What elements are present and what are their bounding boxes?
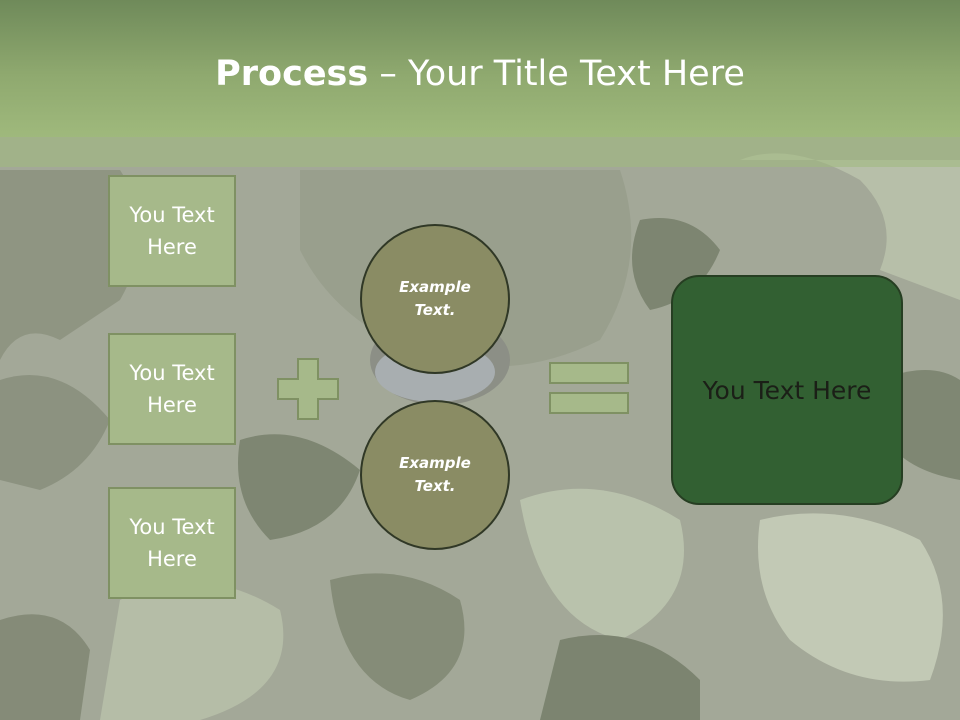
text-box-label: You Text Here bbox=[129, 515, 215, 571]
result-box[interactable]: You Text Here bbox=[671, 275, 903, 505]
circle-label: Example Text. bbox=[399, 454, 471, 495]
result-label: You Text Here bbox=[702, 375, 872, 405]
slide-title: Process – Your Title Text Here bbox=[0, 52, 960, 96]
circle-label: Example Text. bbox=[399, 278, 471, 319]
title-bar bbox=[0, 0, 960, 137]
text-box-1[interactable]: You Text Here bbox=[108, 175, 236, 287]
example-circle-2[interactable]: Example Text. bbox=[360, 400, 510, 550]
text-box-3[interactable]: You Text Here bbox=[108, 487, 236, 599]
text-box-label: You Text Here bbox=[129, 361, 215, 417]
text-box-label: You Text Here bbox=[129, 203, 215, 259]
slide-title-rest: – Your Title Text Here bbox=[368, 54, 745, 94]
equals-icon bbox=[549, 362, 629, 414]
title-divider-strip bbox=[0, 137, 960, 167]
text-box-2[interactable]: You Text Here bbox=[108, 333, 236, 445]
slide-title-bold: Process bbox=[215, 54, 369, 94]
plus-icon bbox=[277, 358, 339, 420]
example-circle-1[interactable]: Example Text. bbox=[360, 224, 510, 374]
